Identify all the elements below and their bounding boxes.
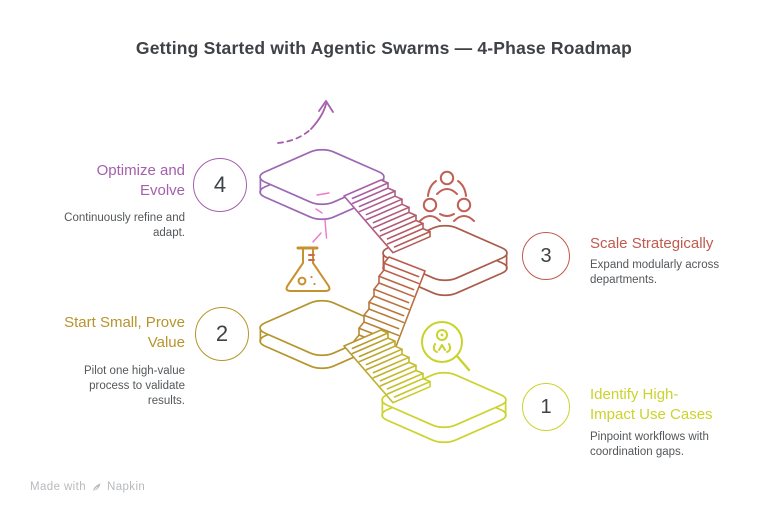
phase-2-title: Start Small, Prove Value xyxy=(64,314,185,351)
staircase-4-to-3 xyxy=(343,179,431,254)
pen-icon xyxy=(92,482,101,492)
phase-3-badge: 3 xyxy=(522,232,570,280)
phase-1-description: Pinpoint workflows with coordination gap… xyxy=(590,431,709,459)
phase-2-badge: 2 xyxy=(195,307,249,361)
watermark-brand: Napkin xyxy=(107,481,146,493)
phase-4-badge: 4 xyxy=(193,158,247,212)
phase-3-description: Expand modularly across departments. xyxy=(590,259,720,287)
watermark-text: Made with xyxy=(30,481,87,493)
flask-experiment-icon xyxy=(285,246,331,292)
phase-3-title: Scale Strategically xyxy=(590,235,714,252)
phase-3-number: 3 xyxy=(540,244,552,267)
phase-4-number: 4 xyxy=(213,172,227,197)
growth-arrow-icon xyxy=(277,100,334,144)
phase-4-description: Continuously refine and adapt. xyxy=(64,212,185,240)
phase-1-badge: 1 xyxy=(522,383,570,431)
napkin-watermark: Made with Napkin xyxy=(30,481,145,493)
sparkle-accents xyxy=(312,192,330,243)
team-network-icon xyxy=(419,170,475,222)
staircase-2-to-1 xyxy=(343,329,431,404)
phase-2-number: 2 xyxy=(215,321,229,346)
search-person-icon xyxy=(421,321,471,372)
page-title: Getting Started with Agentic Swarms — 4-… xyxy=(135,38,633,58)
phase-4-title: Optimize and Evolve xyxy=(96,162,185,199)
phase-2-description: Pilot one high-value process to validate… xyxy=(83,365,185,408)
phase-1-number: 1 xyxy=(540,395,552,418)
phase-1-title: Identify High- Impact Use Cases xyxy=(590,386,713,423)
